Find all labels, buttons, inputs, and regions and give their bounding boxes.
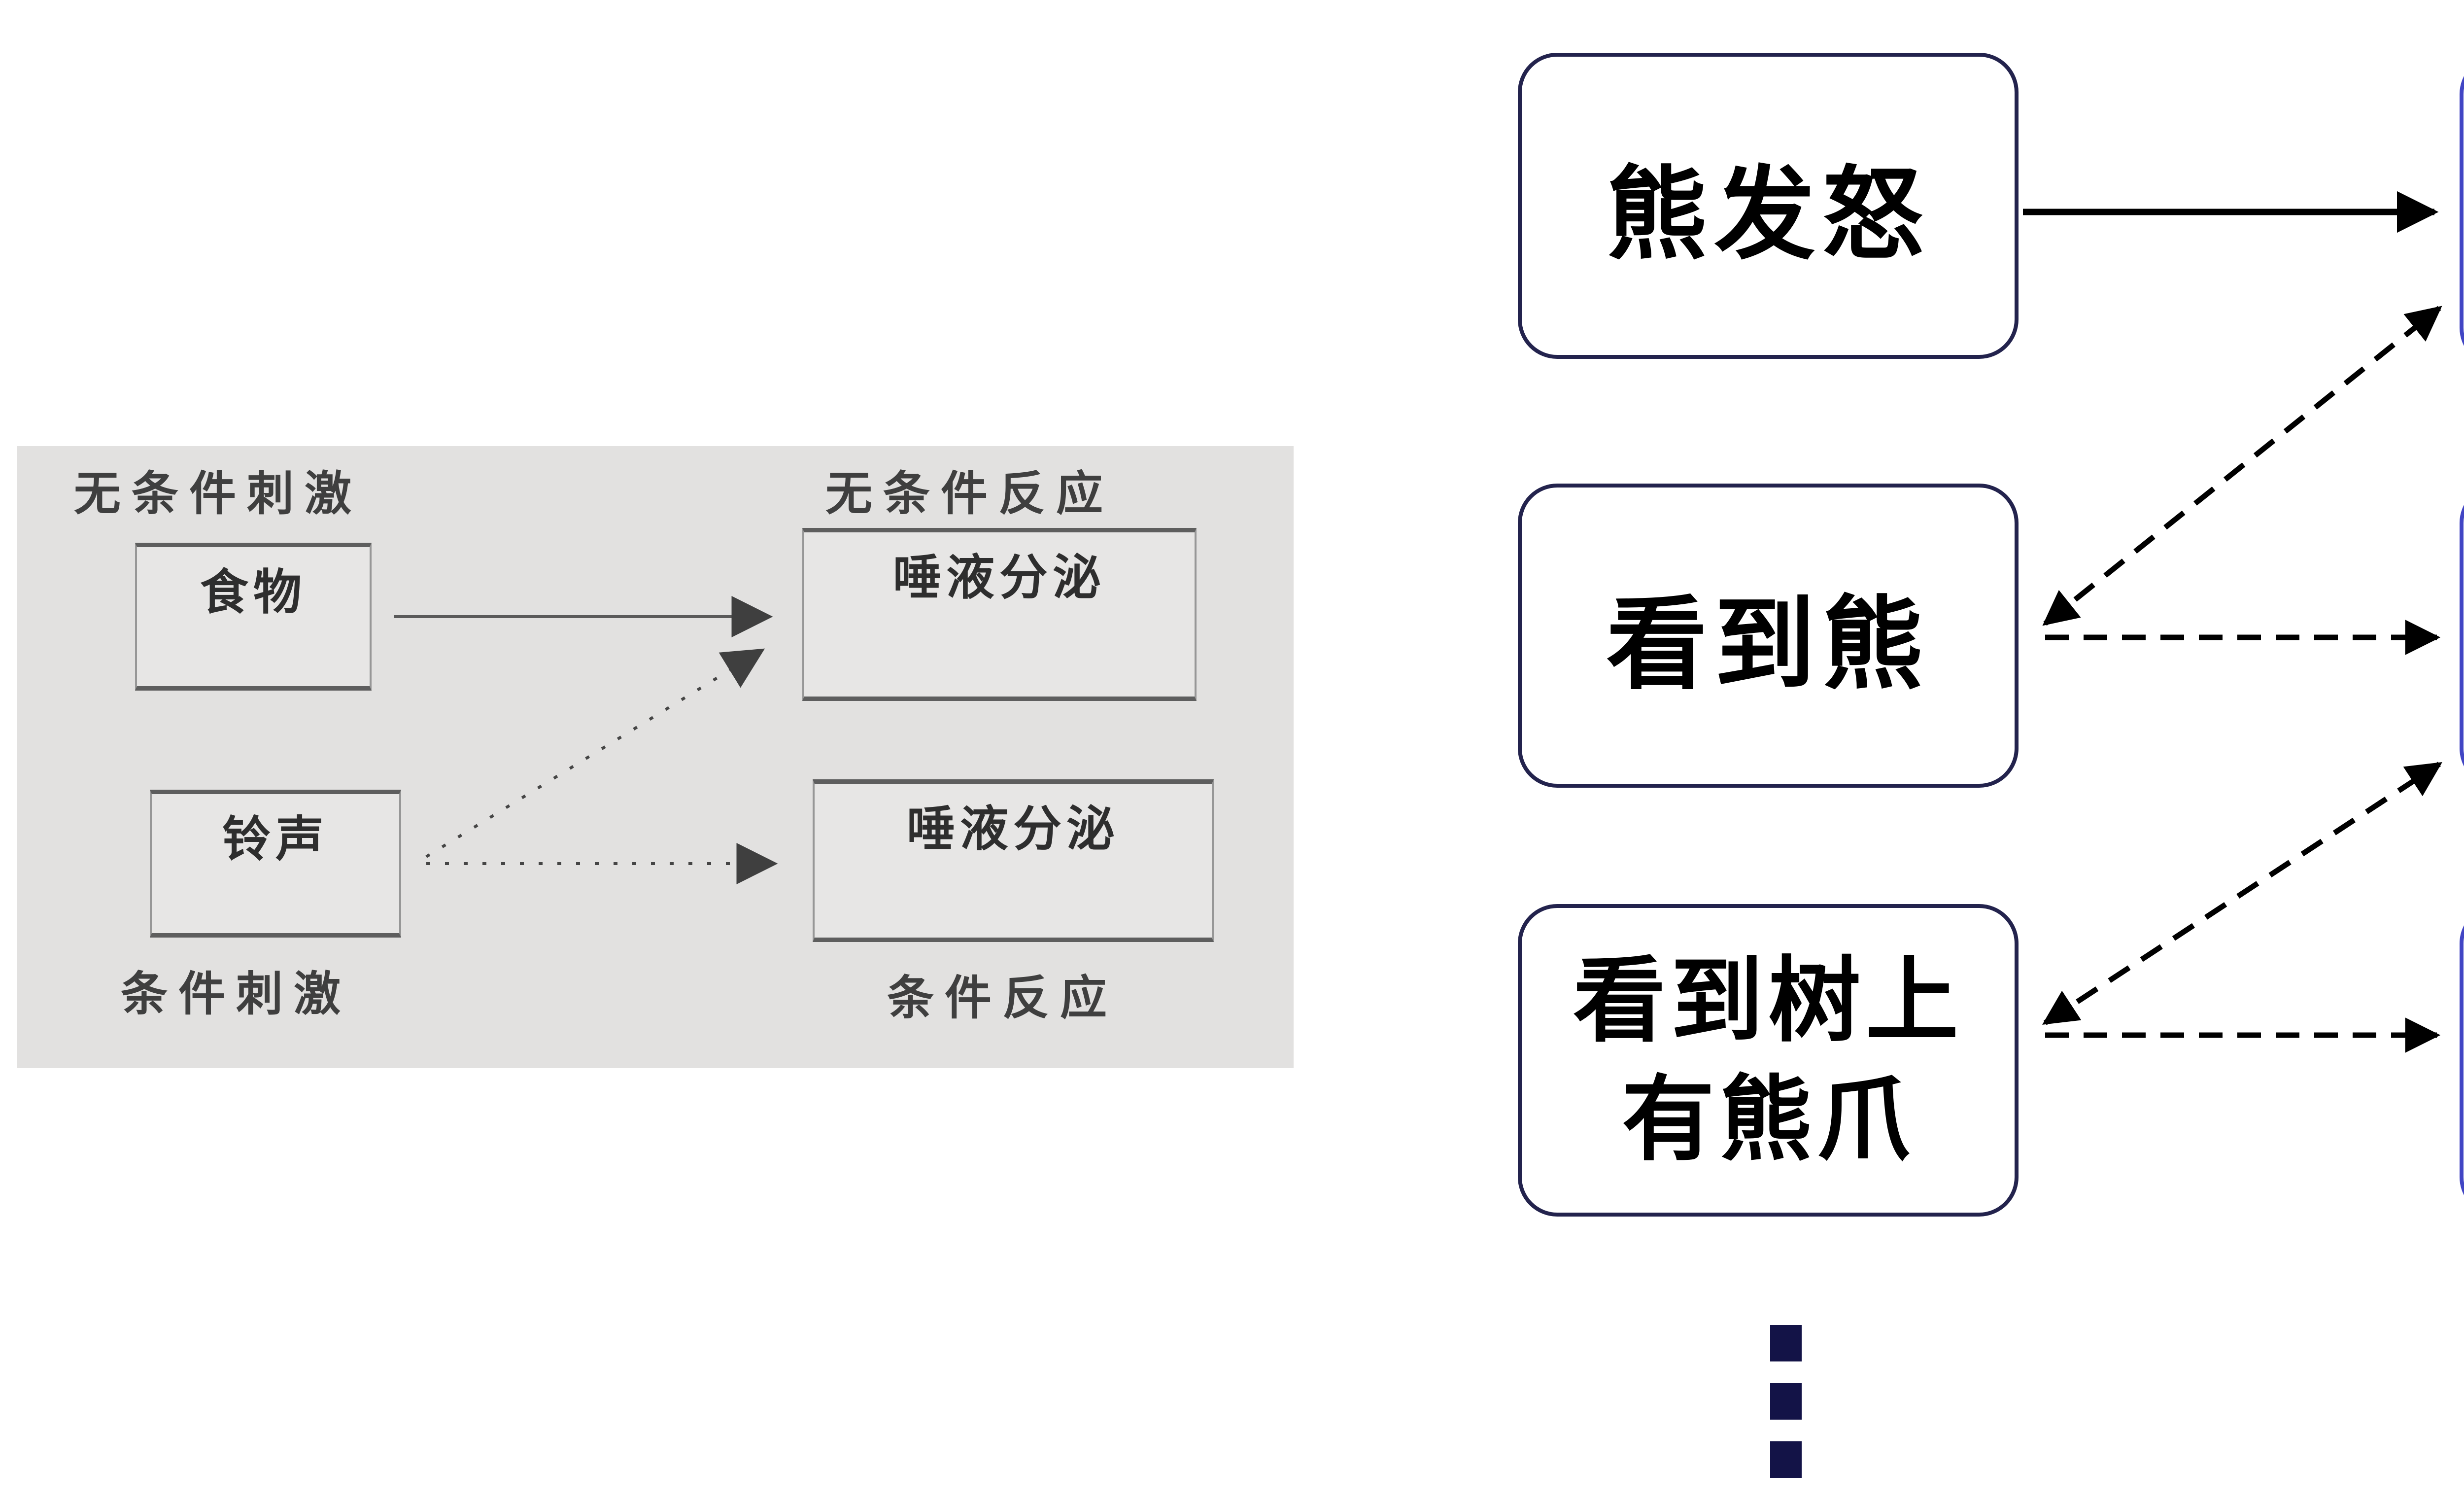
label-conditioned-stimulus: 条件刺激 [121,968,352,1020]
salivation-bottom-box: 唾液分泌 [813,779,1214,942]
node-see-bear-label: 看到熊 [1606,588,1930,701]
node-reward: 奖励 [2460,55,2464,367]
dashed-arrow-see-claw-to-value-next [2042,762,2442,1025]
pavlov-conditioning-panel: 无条件刺激 无条件反应 条件刺激 条件反应 食物 唾液分泌 铃声 唾液分泌 [17,446,1294,1068]
bell-box-label: 铃声 [222,812,329,866]
node-see-bear: 看到熊 [1518,484,2019,788]
node-bear-angry: 熊发怒 [1518,53,2019,359]
label-conditioned-response: 条件反应 [887,972,1118,1024]
ellipsis-dot [1770,1325,1802,1361]
node-see-bear-claw-line2: 有熊爪 [1622,1068,1915,1171]
vertical-ellipsis-stimulus-column [1770,1325,1802,1499]
node-value-next-state: V(s′) [2460,484,2464,788]
node-see-bear-claw: 看到树上 有熊爪 [1518,904,2019,1217]
label-unconditioned-stimulus: 无条件刺激 [74,468,363,520]
node-see-bear-claw-line1: 看到树上 [1573,949,1963,1053]
node-bear-angry-label: 熊发怒 [1606,158,1930,271]
food-box: 食物 [135,543,372,691]
ellipsis-dot [1770,1441,1802,1478]
dashed-arrow-see-bear-to-reward [2042,306,2442,626]
salivation-bottom-box-label: 唾液分泌 [906,802,1120,856]
food-box-label: 食物 [200,565,307,619]
bell-box: 铃声 [150,790,401,938]
ellipsis-dot [1770,1383,1802,1420]
salivation-top-box: 唾液分泌 [802,528,1197,701]
node-value-current-state: V(s) [2460,904,2464,1217]
rl-arrows [2023,191,2442,1053]
label-unconditioned-response: 无条件反应 [825,468,1114,520]
salivation-top-box-label: 唾液分泌 [892,550,1106,604]
